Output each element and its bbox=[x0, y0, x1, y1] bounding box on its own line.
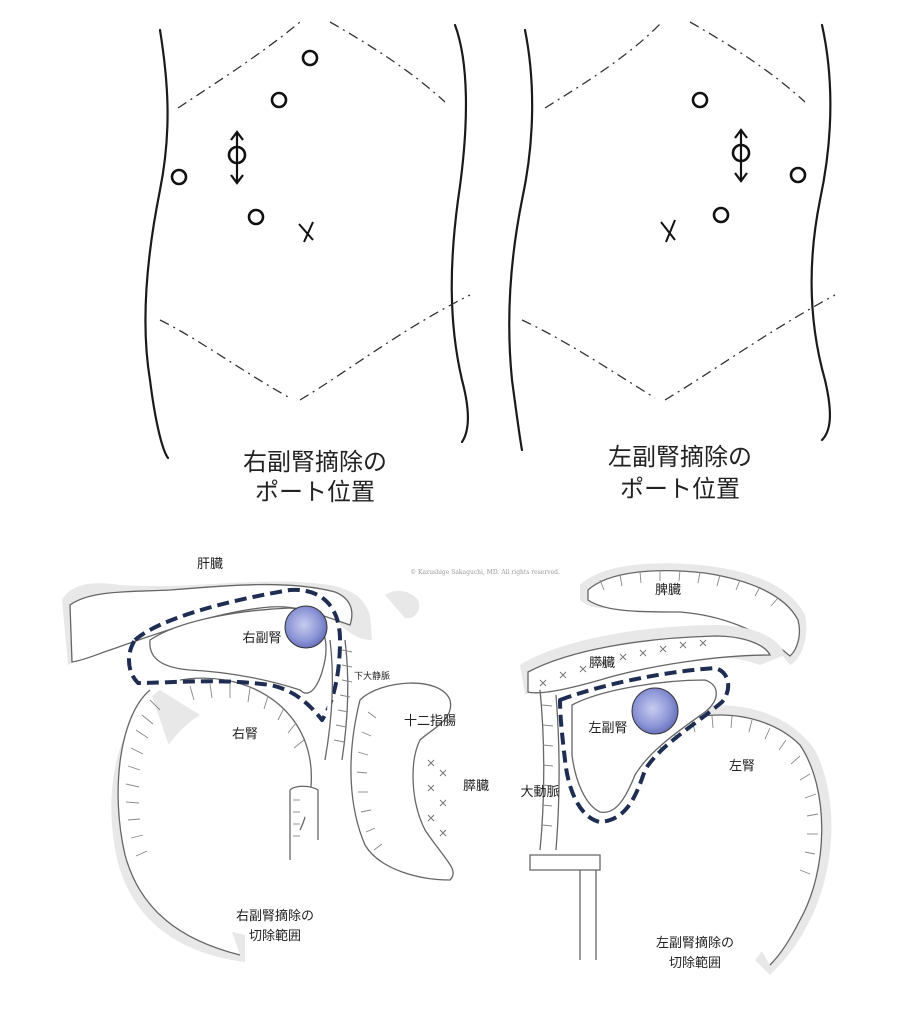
label-liver: 肝臓 bbox=[197, 557, 223, 572]
torso-left-adrenalectomy: 左副腎摘除の ポート位置 bbox=[508, 21, 836, 503]
label-right-adrenal: 右副腎 bbox=[242, 631, 281, 646]
torso-outline-left bbox=[508, 28, 534, 452]
tumor-left bbox=[631, 687, 679, 735]
port-circle bbox=[170, 168, 188, 186]
caption-left-resection-line1: 左副腎摘除の bbox=[656, 935, 734, 951]
duodenum-shape bbox=[350, 682, 454, 881]
copyright-notice: © Kazushige Sakaguchi, MD. All rights re… bbox=[410, 569, 560, 576]
resection-outline-left bbox=[558, 666, 731, 824]
liver-shape bbox=[62, 581, 420, 665]
pancreas-tail-shape bbox=[520, 625, 785, 695]
caption-left-resection-line2: 切除範囲 bbox=[669, 956, 721, 971]
label-ivc: 下大静脈 bbox=[354, 670, 390, 682]
port-circle bbox=[691, 91, 709, 109]
caption-right-ports-line2: ポート位置 bbox=[255, 478, 375, 506]
rib-margin-line bbox=[177, 21, 446, 109]
port-circle bbox=[247, 208, 265, 226]
caption-left-ports-line2: ポート位置 bbox=[620, 475, 740, 503]
aorta-shape bbox=[529, 689, 601, 960]
umbilicus-x-icon bbox=[298, 221, 314, 243]
umbilicus-x-icon bbox=[660, 219, 676, 243]
rib-margin-line bbox=[544, 21, 806, 109]
tumor-right bbox=[284, 605, 328, 649]
label-aorta: 大動脈 bbox=[520, 785, 559, 800]
torso-outline-right bbox=[810, 23, 832, 442]
port-circle bbox=[712, 206, 730, 224]
label-left-kidney: 左腎 bbox=[729, 759, 755, 774]
left-kidney-shape bbox=[639, 705, 832, 975]
right-side-anatomy: 肝臓 右腎 右副腎 bbox=[62, 557, 489, 962]
torso-outline-right bbox=[450, 23, 470, 444]
port-circle bbox=[301, 49, 319, 67]
ivc-shape bbox=[324, 639, 349, 761]
right-adrenal-shape bbox=[149, 607, 327, 694]
spleen-shape bbox=[580, 563, 807, 665]
label-left-adrenal: 左副腎 bbox=[588, 721, 627, 736]
pelvic-line bbox=[521, 294, 836, 401]
label-pancreas-right: 膵臓 bbox=[463, 779, 489, 794]
torso-right-adrenalectomy: 右副腎摘除の ポート位置 bbox=[144, 21, 471, 506]
label-pancreas-left: 膵臓 bbox=[589, 656, 615, 671]
pancreas-head-shape bbox=[427, 759, 447, 837]
caption-left-ports-line1: 左副腎摘除の bbox=[608, 443, 752, 471]
label-spleen: 脾臓 bbox=[655, 583, 681, 598]
caption-right-ports-line1: 右副腎摘除の bbox=[243, 448, 387, 476]
port-circle bbox=[270, 91, 288, 109]
left-side-anatomy: 脾臓 膵臓 左腎 bbox=[520, 563, 832, 975]
port-circle bbox=[789, 166, 807, 184]
pelvic-line bbox=[159, 294, 471, 401]
right-kidney-shape bbox=[111, 677, 312, 962]
label-duodenum: 十二指腸 bbox=[404, 714, 456, 729]
resection-outline-right bbox=[127, 587, 342, 722]
vessel-stub bbox=[289, 785, 319, 860]
label-right-kidney: 右腎 bbox=[232, 727, 258, 742]
left-adrenal-shape bbox=[571, 679, 717, 813]
camera-port-arrow-icon bbox=[731, 128, 751, 183]
caption-right-resection-line2: 切除範囲 bbox=[249, 929, 301, 944]
caption-right-resection-line1: 右副腎摘除の bbox=[236, 908, 314, 924]
camera-port-arrow-icon bbox=[227, 130, 247, 185]
torso-outline-left bbox=[144, 28, 170, 460]
